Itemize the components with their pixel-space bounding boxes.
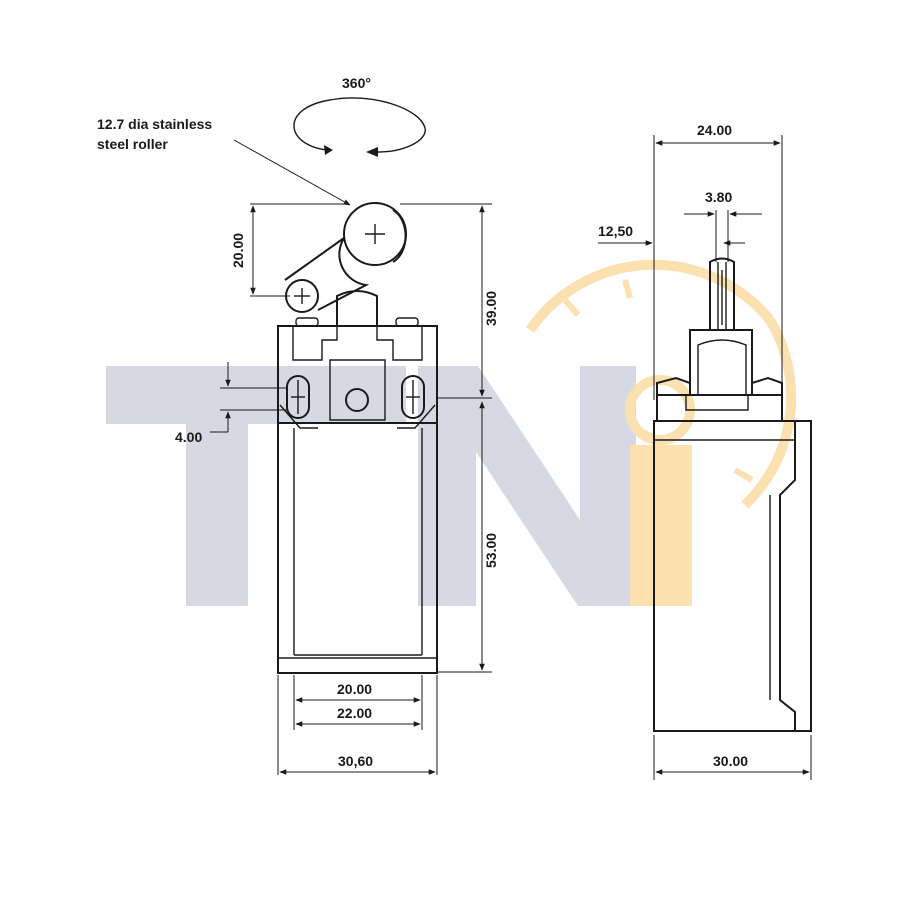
watermark-logo xyxy=(106,259,797,606)
switch-body xyxy=(277,422,438,674)
center-hole xyxy=(345,388,369,412)
side-plunger xyxy=(709,257,735,330)
side-dimension-lines xyxy=(598,135,812,780)
left-slot xyxy=(286,375,310,419)
lever-arm xyxy=(284,237,370,311)
rotation-label: 360° xyxy=(342,75,371,91)
front-dimension-lines xyxy=(210,203,492,775)
plunger xyxy=(336,290,378,326)
dim-body-height: 53.00 xyxy=(483,533,499,568)
right-slot xyxy=(401,375,425,419)
dim-inner-width-b: 22.00 xyxy=(337,705,372,721)
dim-slot-width: 4.00 xyxy=(175,429,202,445)
front-view xyxy=(277,202,438,674)
rotation-indicator xyxy=(293,97,426,157)
roller-note-line-1: 12.7 dia stainless xyxy=(97,116,212,132)
dim-overall-width-front: 30,60 xyxy=(338,753,373,769)
dim-arm-height: 20.00 xyxy=(230,233,246,268)
dim-side-offset: 12,50 xyxy=(598,223,633,239)
dim-top-height: 39.00 xyxy=(483,291,499,326)
dim-side-top-width: 24.00 xyxy=(697,122,732,138)
roller-note-line-2: steel roller xyxy=(97,136,168,152)
dim-inner-width-a: 20.00 xyxy=(337,681,372,697)
dim-side-plunger-width: 3.80 xyxy=(705,189,732,205)
note-leader xyxy=(233,139,351,206)
dim-side-overall-width: 30.00 xyxy=(713,753,748,769)
side-body xyxy=(653,420,812,732)
